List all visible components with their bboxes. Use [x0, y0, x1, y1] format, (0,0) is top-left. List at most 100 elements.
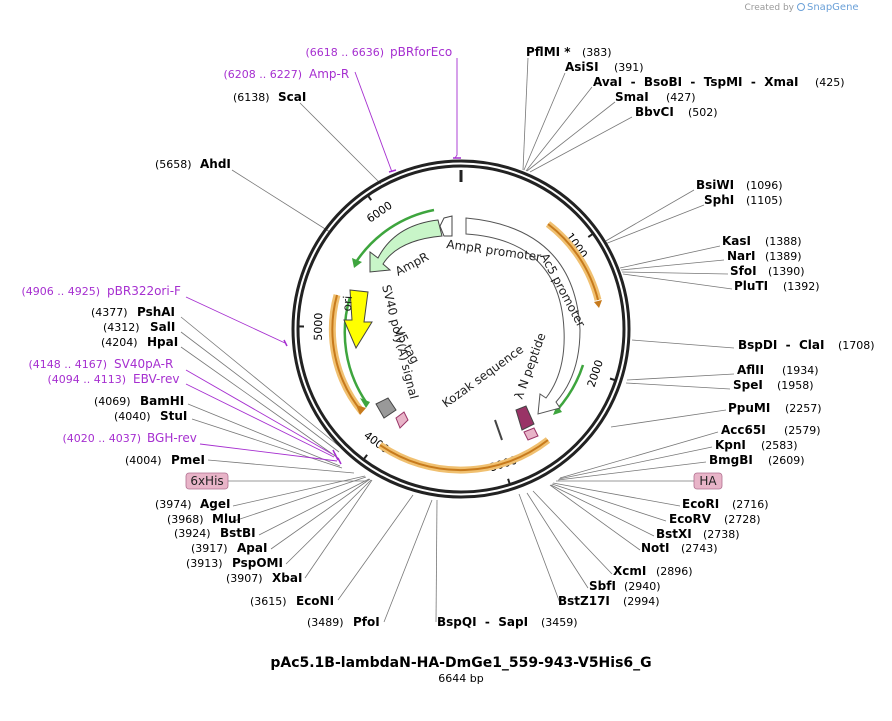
primer-marks	[283, 157, 461, 465]
site-bbvci: BbvCI (502)	[635, 105, 718, 119]
svg-text:XcmI: XcmI	[613, 564, 646, 578]
primer-range-pbrforeco: (6618 .. 6636)	[305, 46, 384, 59]
primer-labels: (6618 .. 6636) pBRforEco (6208 .. 6227) …	[21, 45, 452, 445]
site-bamhi: (4069) BamHI	[94, 394, 184, 408]
svg-text:(2579): (2579)	[784, 424, 821, 437]
backbone-inner-ring	[296, 164, 626, 494]
backbone-tick	[362, 454, 368, 461]
svg-text:PluTI: PluTI	[734, 279, 768, 293]
site-pflmi: PflMI *(383)	[526, 45, 612, 59]
svg-text:(4204): (4204)	[101, 336, 138, 349]
svg-text:PshAI: PshAI	[137, 305, 175, 319]
svg-text:KasI: KasI	[722, 234, 751, 248]
site-asisi: AsiSI(391)	[565, 60, 644, 74]
svg-text:(1388): (1388)	[765, 235, 802, 248]
svg-text:(2609): (2609)	[768, 454, 805, 467]
plasmid-length: 6644 bp	[438, 672, 483, 685]
primer-name-sv40pa-r: SV40pA-R	[114, 357, 173, 371]
orf-arc-2-core	[379, 439, 549, 472]
svg-text:(2738): (2738)	[703, 528, 740, 541]
ampr-feature	[369, 219, 443, 273]
site-pspomi: (3913)PspOMI	[186, 556, 283, 570]
site-bstxi: BstXI (2738)	[656, 527, 740, 541]
svg-text:BspQI - SapI: BspQI - SapI	[437, 615, 528, 629]
svg-text:(1096): (1096)	[746, 179, 783, 192]
svg-text:ScaI: ScaI	[278, 90, 306, 104]
primer-range-sv40pa-r: (4148 .. 4167)	[28, 358, 107, 371]
backbone-tick-label: 5000	[312, 313, 325, 341]
ac5-promoter-feature	[465, 217, 581, 415]
backbone	[291, 159, 631, 499]
lambda-n-feature	[515, 405, 535, 431]
primer-leader-lines	[185, 58, 458, 462]
brand-name: SnapGene	[807, 2, 859, 13]
site-bmgbi: BmgBI(2609)	[709, 453, 805, 467]
tag-6xhis-label: 6xHis	[190, 474, 223, 488]
feature-label-ampr: AmpR	[393, 249, 431, 278]
primer-range-amp-r: (6208 .. 6227)	[223, 68, 302, 81]
site-ahdi: (5658)AhdI	[155, 157, 231, 171]
svg-text:NarI: NarI	[727, 249, 756, 263]
site-apai: (3917)ApaI	[191, 541, 267, 555]
svg-text:SphI: SphI	[704, 193, 734, 207]
orf-arcs	[328, 221, 602, 474]
site-leader-lines-left	[180, 102, 438, 623]
svg-text:(4004): (4004)	[125, 454, 162, 467]
site-mlui: (3968)MluI	[167, 512, 241, 526]
svg-text:BbvCI: BbvCI	[635, 105, 674, 119]
svg-text:(3907): (3907)	[226, 572, 263, 585]
svg-text:(2896): (2896)	[656, 565, 693, 578]
ha-tag-marker	[523, 427, 539, 441]
site-noti: NotI(2743)	[641, 541, 718, 555]
svg-text:(2583): (2583)	[761, 439, 798, 452]
svg-text:BamHI: BamHI	[140, 394, 184, 408]
his-tag-marker	[395, 411, 409, 429]
svg-text:(4377): (4377)	[91, 306, 128, 319]
svg-text:KpnI: KpnI	[715, 438, 746, 452]
svg-text:(5658): (5658)	[155, 158, 192, 171]
snapgene-brand: Created by SnapGene	[744, 2, 858, 13]
svg-text:AflII: AflII	[737, 363, 764, 377]
svg-text:SmaI: SmaI	[615, 90, 649, 104]
svg-text:(1958): (1958)	[777, 379, 814, 392]
ori-feature	[343, 289, 373, 350]
site-smai: SmaI(427)	[615, 90, 696, 104]
svg-text:BstXI: BstXI	[656, 527, 692, 541]
site-leader-lines	[518, 57, 735, 604]
sites-right: PflMI *(383) AsiSI(391) AvaI - BsoBI - T…	[526, 45, 875, 608]
svg-text:BstBI: BstBI	[220, 526, 256, 540]
site-bstz17i: BstZ17I(2994)	[558, 594, 660, 608]
site-aflii: AflII(1934)	[737, 363, 819, 377]
green-arrowheads	[352, 258, 562, 415]
backbone-tick	[366, 193, 373, 201]
green-arc-2	[343, 296, 368, 403]
site-agei: (3974)AgeI	[155, 497, 230, 511]
primer-name-pbr322ori: pBR322ori-F	[107, 284, 181, 298]
tag-ha: HA	[556, 472, 723, 490]
svg-text:PmeI: PmeI	[171, 453, 205, 467]
svg-text:SbfI: SbfI	[589, 579, 616, 593]
primer-name-pbrforeco: pBRforEco	[390, 45, 452, 59]
primer-name-ebv-rev: EBV-rev	[133, 372, 179, 386]
feature-label-ori: ori	[340, 295, 355, 312]
plasmid-name: pAc5.1B-lambdaN-HA-DmGe1_559-943-V5His6_…	[270, 655, 651, 671]
svg-text:(502): (502)	[688, 106, 718, 119]
primer-range-ebv-rev: (4094 .. 4113)	[47, 373, 126, 386]
green-arc-1	[354, 208, 435, 263]
svg-text:(2728): (2728)	[724, 513, 761, 526]
svg-text:Acc65I: Acc65I	[721, 423, 766, 437]
svg-text:(2257): (2257)	[785, 402, 822, 415]
svg-text:AvaI - BsoBI - TspMI - X: AvaI - BsoBI - TspMI - XmaI	[593, 75, 799, 89]
site-sali: (4312)SalI	[103, 320, 175, 334]
primer-name-amp-r: Amp-R	[309, 67, 349, 81]
svg-text:(4069): (4069)	[94, 395, 131, 408]
site-scai: (6138)ScaI	[233, 90, 306, 104]
svg-text:EcoNI: EcoNI	[296, 594, 334, 608]
svg-text:(391): (391)	[614, 61, 644, 74]
svg-text:SalI: SalI	[150, 320, 175, 334]
svg-text:SpeI: SpeI	[733, 378, 763, 392]
svg-text:(383): (383)	[582, 46, 612, 59]
svg-text:MluI: MluI	[212, 512, 241, 526]
svg-text:(4040): (4040)	[114, 410, 151, 423]
